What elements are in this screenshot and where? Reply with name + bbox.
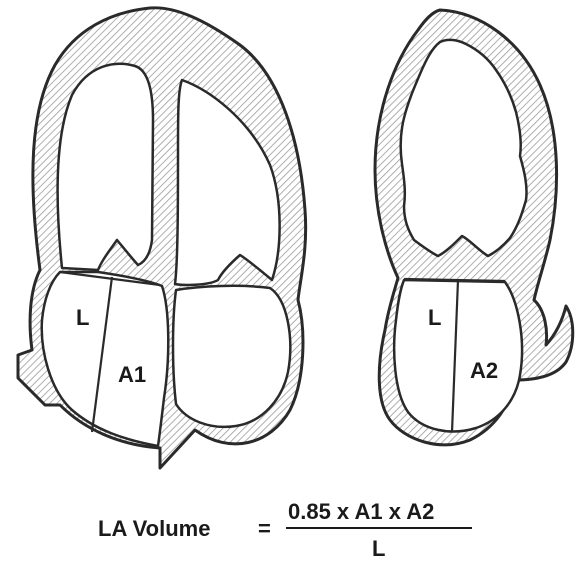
right-area-label: A2 [470, 358, 498, 383]
left-ventricle-cavity [58, 64, 153, 270]
right-atrium-cavity [173, 286, 290, 427]
two-chamber-view: L A2 [375, 10, 573, 445]
right-length-label: L [428, 305, 441, 330]
left-area-label: A1 [118, 362, 146, 387]
formula-lhs: LA Volume [98, 516, 210, 541]
four-chamber-view: L A1 [18, 8, 306, 468]
formula-numerator: 0.85 x A1 x A2 [288, 499, 434, 524]
left-atrium-cavity [42, 272, 169, 446]
formula-denominator: L [372, 536, 385, 561]
formula: LA Volume = 0.85 x A1 x A2 L [98, 499, 472, 561]
left-length-label: L [76, 305, 89, 330]
formula-equals: = [258, 516, 271, 541]
